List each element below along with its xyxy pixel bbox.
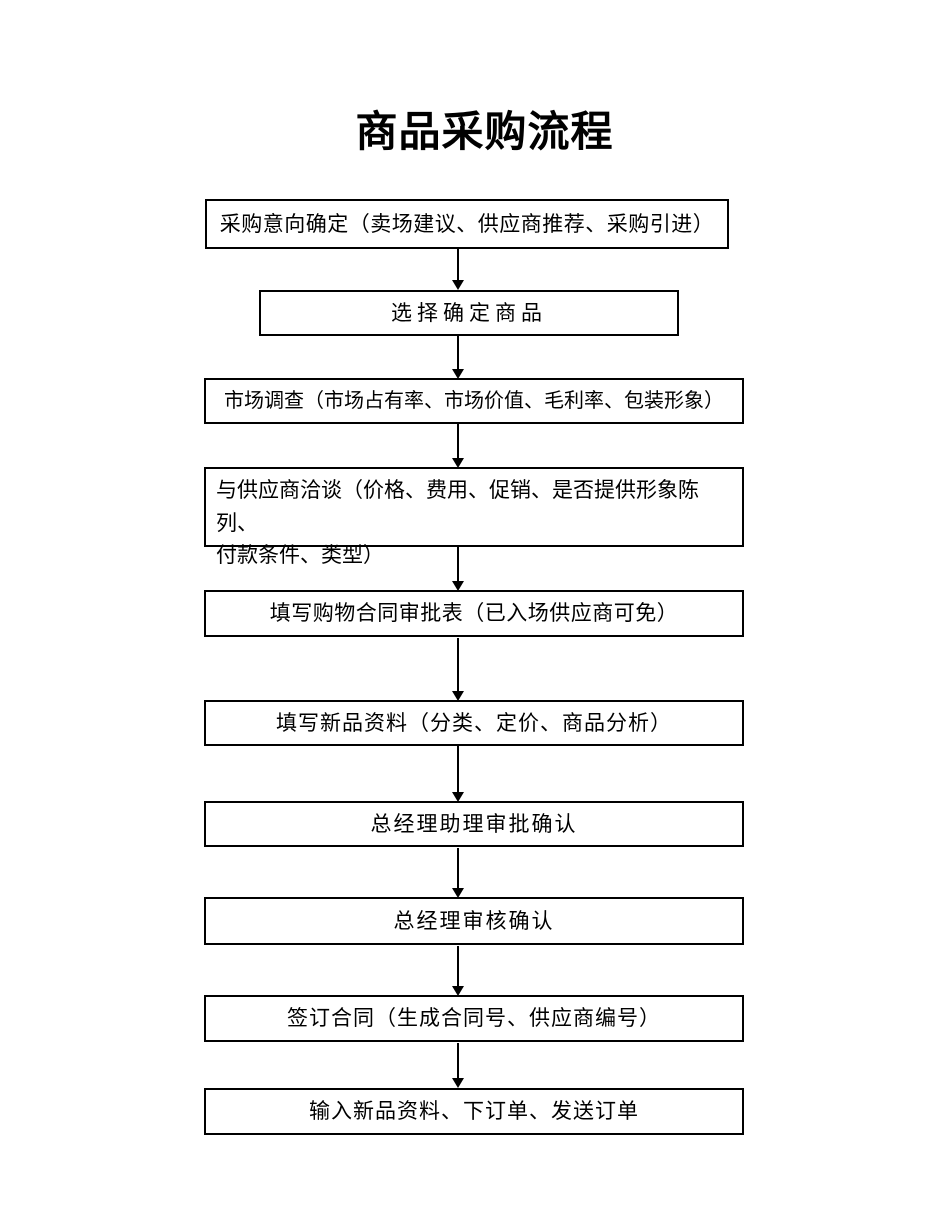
- step-purchase-intent: 采购意向确定（卖场建议、供应商推荐、采购引进）: [205, 199, 729, 249]
- flow-arrow: [452, 424, 464, 468]
- arrow-shaft: [457, 547, 459, 581]
- arrow-down-icon: [452, 581, 464, 591]
- arrow-down-icon: [452, 986, 464, 996]
- arrow-down-icon: [452, 792, 464, 802]
- arrow-shaft: [457, 336, 459, 369]
- arrow-down-icon: [452, 888, 464, 898]
- arrow-shaft: [457, 424, 459, 458]
- step-select-product: 选择确定商品: [259, 290, 679, 336]
- step-sign-contract: 签订合同（生成合同号、供应商编号）: [204, 995, 744, 1042]
- flow-arrow: [452, 1043, 464, 1088]
- flow-arrow: [452, 547, 464, 591]
- flow-arrow: [452, 249, 464, 290]
- step-market-survey: 市场调查（市场占有率、市场价值、毛利率、包装形象）: [204, 378, 744, 424]
- arrow-down-icon: [452, 280, 464, 290]
- arrow-shaft: [457, 848, 459, 888]
- step-enter-order: 输入新品资料、下订单、发送订单: [204, 1088, 744, 1135]
- arrow-shaft: [457, 946, 459, 986]
- page-title: 商品采购流程: [355, 110, 614, 156]
- step-gm-review: 总经理审核确认: [204, 897, 744, 945]
- flow-arrow: [452, 848, 464, 898]
- arrow-shaft: [457, 638, 459, 691]
- arrow-shaft: [457, 746, 459, 792]
- arrow-down-icon: [452, 458, 464, 468]
- flow-arrow: [452, 638, 464, 701]
- arrow-shaft: [457, 1043, 459, 1078]
- arrow-down-icon: [452, 691, 464, 701]
- arrow-down-icon: [452, 369, 464, 379]
- step-gm-assistant-approval: 总经理助理审批确认: [204, 801, 744, 847]
- flow-arrow: [452, 746, 464, 802]
- flow-arrow: [452, 336, 464, 379]
- step-new-product-info: 填写新品资料（分类、定价、商品分析）: [204, 700, 744, 746]
- arrow-down-icon: [452, 1078, 464, 1088]
- flow-arrow: [452, 946, 464, 996]
- arrow-shaft: [457, 249, 459, 280]
- step-supplier-negotiation: 与供应商洽谈（价格、费用、促销、是否提供形象陈列、 付款条件、类型）: [204, 467, 744, 567]
- step-contract-approval-form: 填写购物合同审批表（已入场供应商可免）: [204, 590, 744, 637]
